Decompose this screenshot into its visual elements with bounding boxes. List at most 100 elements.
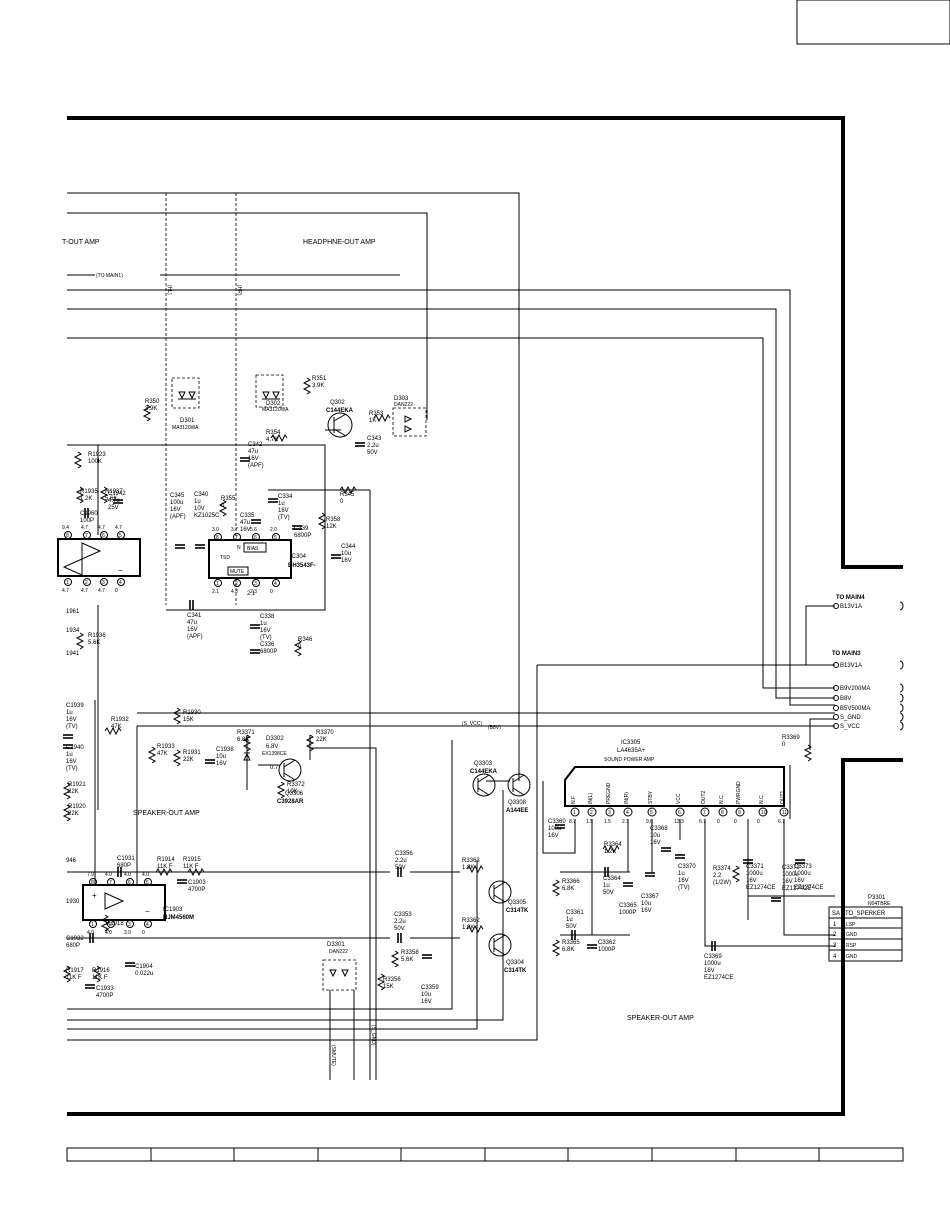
resistor-label: 15K	[183, 717, 194, 723]
ic1903: + − IC1903 NJM4560M	[82, 884, 194, 921]
q3305-ref: Q3305	[508, 900, 527, 906]
signal-hl: (HL)	[166, 285, 172, 295]
resistor-label: 22K	[183, 757, 194, 763]
d3302-extra: EX1398CE	[262, 751, 287, 757]
ic3305-pin-name: OUT2	[701, 790, 707, 804]
resistor-label: K	[106, 928, 110, 934]
resistor-label: 1K	[369, 418, 376, 424]
ic-pin-voltage: 0	[142, 930, 145, 936]
capacitor-label: 50V	[367, 450, 378, 456]
capacitor-label: C339	[294, 526, 309, 532]
ic-pin-voltage: 4.3	[231, 589, 238, 595]
resistor-label: R3356	[383, 977, 401, 983]
capacitor-label: 50V	[395, 865, 406, 871]
resistor-label: 11K F	[92, 975, 108, 981]
q3305-part: C314TK	[506, 908, 529, 914]
to-main3-label: TO MAIN3	[832, 651, 861, 657]
ic-pin-circle	[107, 920, 115, 928]
capacitor-label: C334	[278, 494, 293, 500]
resistor-symbol	[373, 413, 391, 423]
capacitor-label: (APF)	[187, 634, 203, 640]
capacitor-label: 1000u	[704, 961, 721, 967]
ic3305-pins: 1N.F8.72IN(L)1.53PREGND1.54IN(R)2.15STBY…	[569, 781, 789, 825]
resistor-label: 22K	[68, 811, 79, 817]
ic3305-pin-voltage: 13.3	[674, 819, 684, 825]
transistor-q3306: Q3306 C3928AR	[277, 758, 304, 805]
ic-pin-voltage: 4.7	[98, 588, 105, 594]
resistor-label: 10K	[287, 789, 298, 795]
ic1903-pins: 87.914.074.024.064.033.954.040	[87, 872, 152, 936]
resistor-label: 0	[782, 742, 786, 748]
resistor-symbol	[293, 639, 303, 657]
resistor-label: 11K F	[66, 975, 82, 981]
resistor-label: R1930	[183, 710, 201, 716]
d301-ref: D301	[180, 418, 195, 424]
capacitor-label: 47u	[240, 520, 250, 526]
capacitor-label: 1u	[603, 883, 610, 889]
capacitor-label: C342	[248, 442, 263, 448]
ic-pin-number: 5	[274, 535, 277, 541]
capacitor-label: 50V	[566, 924, 577, 930]
resistor-label: R1915	[183, 857, 201, 863]
q3303-ref: Q3303	[474, 761, 493, 767]
ic1903-minus: −	[145, 907, 150, 916]
capacitor-label: C1940	[66, 745, 84, 751]
capacitor-label: 10V	[194, 506, 205, 512]
resistor-symbol	[551, 879, 561, 897]
ic3305-pin-voltage: 6.7	[699, 819, 706, 825]
p3301-part: N04TBRE	[868, 901, 891, 907]
resistor-label: R3362	[462, 918, 480, 924]
resistor-label: R3371	[237, 730, 255, 736]
resistor-label: R1932	[111, 717, 129, 723]
transistor-q3305: Q3305 C314TK	[488, 880, 529, 914]
resistor-symbol	[339, 485, 357, 495]
ic3305-pin-voltage: 1.5	[604, 819, 611, 825]
ic3305-pin-circle	[718, 807, 728, 817]
capacitor-label: (TV)	[260, 635, 272, 641]
resistor-label: 1.2K	[80, 496, 92, 502]
ic-pin-circle	[126, 920, 134, 928]
ic-pin-voltage: 0	[270, 589, 273, 595]
capacitor-label: 16V	[187, 627, 198, 633]
ic3305-pin-voltage: 8.7	[569, 819, 576, 825]
capacitor-label: 100P	[80, 518, 94, 524]
signal-to-main1: (TO MAIN1)	[96, 273, 123, 279]
ic-pin-number: 7	[85, 533, 88, 539]
ic3305-pin-name: N.C.	[759, 794, 765, 804]
ic3305-pin-circle	[605, 807, 615, 817]
capacitor-label: C1942	[108, 491, 126, 497]
resistor-symbol	[803, 744, 813, 762]
resistor-label: 1.8K	[462, 925, 474, 931]
capacitor-label: 1u	[678, 871, 685, 877]
edge-label-946: 946	[66, 858, 77, 864]
resistor-label: 0	[221, 503, 225, 509]
capacitor-label: 6800P	[260, 649, 277, 655]
d3301-ref: D3301	[327, 942, 345, 948]
capacitor-label: 10u	[421, 992, 431, 998]
section-headphone-out-amp: HEADPHNE-OUT AMP	[303, 239, 376, 246]
capacitor-label: (TV)	[66, 724, 78, 730]
p3301-pin2-name: GND	[846, 932, 858, 938]
q3306-part: C3928AR	[277, 799, 304, 805]
ic-pin-voltage: 9.4	[62, 525, 69, 531]
capacitor-label: C1903	[188, 880, 206, 886]
capacitor-label: 16V	[794, 878, 805, 884]
ic-pin-circle	[233, 533, 241, 541]
d3301-part: DAN222	[329, 949, 348, 955]
q3306-ref: Q3306	[285, 791, 304, 797]
ic3305-pin-name: VCC	[676, 793, 682, 804]
ic-pin-number: 3	[128, 922, 131, 928]
capacitor-label: C336	[260, 642, 275, 648]
ic3305-pin-number: 2	[590, 810, 593, 816]
capacitor-label: C335	[240, 513, 255, 519]
resistor-symbol	[270, 433, 288, 443]
resistor-label: 4.7K	[266, 437, 278, 443]
capacitor-label: 16V	[278, 508, 289, 514]
resistor-label: 6.8K	[562, 947, 574, 953]
capacitor-label: 16V	[641, 908, 652, 914]
ic3305-pin-name: PREGND	[606, 782, 612, 804]
ic3305-pin-number: 6	[678, 810, 681, 816]
p3301-pin4-name: GND	[846, 954, 858, 960]
ic-pin-circle	[107, 878, 115, 886]
resistor-symbol	[99, 486, 109, 504]
